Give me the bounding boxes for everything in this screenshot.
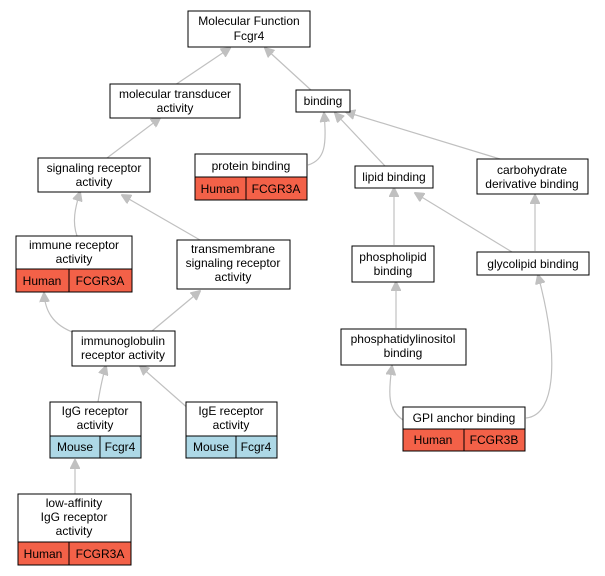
edge-glyco-to-lipid bbox=[415, 193, 513, 253]
gene-label: Fcgr4 bbox=[241, 440, 272, 454]
node-label: binding bbox=[304, 94, 343, 108]
gene-label: FCGR3A bbox=[76, 274, 125, 288]
gene-cell bbox=[68, 541, 132, 566]
node-label: lipid binding bbox=[362, 170, 425, 184]
node-protein-binding[interactable]: protein binding Human FCGR3A bbox=[194, 153, 308, 201]
gene-cell bbox=[245, 176, 308, 201]
edge-carb-to-binding bbox=[346, 112, 501, 160]
edge-pbind-to-binding bbox=[307, 113, 325, 166]
gene-label: FCGR3B bbox=[470, 433, 519, 447]
gene-cell bbox=[463, 428, 526, 452]
edge-gpi-to-ptdins bbox=[390, 366, 404, 421]
node-label: activity bbox=[215, 270, 252, 284]
node-label: molecular transducer bbox=[119, 87, 231, 101]
node-phospholipid-binding[interactable]: phospholipid binding bbox=[351, 245, 435, 283]
species-label: Human bbox=[24, 547, 63, 561]
node-label: immune receptor bbox=[29, 238, 119, 252]
edge-imrec-to-srec bbox=[74, 192, 80, 237]
gene-label: Fcgr4 bbox=[105, 440, 136, 454]
node-label: IgG receptor bbox=[62, 404, 129, 418]
species-label: Mouse bbox=[57, 440, 93, 454]
node-signaling-receptor-activity[interactable]: signaling receptor activity bbox=[37, 157, 151, 193]
node-phosphatidylinositol-binding[interactable]: phosphatidylinositol binding bbox=[340, 328, 467, 366]
edge-binding-to-mf bbox=[265, 48, 313, 92]
node-label: carbohydrate bbox=[497, 163, 567, 177]
node-immune-receptor-activity[interactable]: immune receptor activity Human FCGR3A bbox=[15, 235, 133, 293]
gene-cell bbox=[68, 268, 133, 293]
node-ige-receptor-activity[interactable]: IgE receptor activity Mouse Fcgr4 bbox=[185, 401, 278, 459]
node-label: signaling receptor bbox=[186, 256, 281, 270]
species-label: Human bbox=[201, 182, 240, 196]
node-carbohydrate-derivative-binding[interactable]: carbohydrate derivative binding bbox=[476, 158, 589, 195]
edge-gpi-to-glyco bbox=[525, 275, 553, 419]
node-label: low-affinity bbox=[46, 496, 102, 510]
node-label: transmembrane bbox=[191, 242, 275, 256]
species-label: Human bbox=[23, 274, 62, 288]
node-lipid-binding[interactable]: lipid binding bbox=[354, 165, 434, 189]
node-label: binding bbox=[384, 346, 423, 360]
gene-cell bbox=[235, 435, 278, 459]
node-molecular-transducer-activity[interactable]: molecular transducer activity bbox=[109, 83, 241, 119]
node-label: immunoglobulin bbox=[81, 334, 165, 348]
node-low-affinity-igg-receptor-activity[interactable]: low-affinity IgG receptor activity Human… bbox=[17, 493, 132, 566]
node-label: binding bbox=[374, 264, 413, 278]
edge-igrec-to-tmsr bbox=[151, 291, 200, 332]
node-label: GPI anchor binding bbox=[413, 411, 516, 425]
node-binding[interactable]: binding bbox=[295, 89, 351, 113]
edge-mt-to-mf bbox=[174, 48, 230, 86]
node-label: IgG receptor bbox=[41, 510, 108, 524]
node-label: phosphatidylinositol bbox=[351, 332, 456, 346]
node-immunoglobulin-receptor-activity[interactable]: immunoglobulin receptor activity bbox=[71, 330, 176, 367]
node-label: activity bbox=[56, 252, 93, 266]
gene-label: FCGR3A bbox=[252, 182, 301, 196]
node-transmembrane-signaling-receptor-activity[interactable]: transmembrane signaling receptor activit… bbox=[176, 239, 291, 290]
edge-srec-to-mt bbox=[106, 118, 160, 159]
node-glycolipid-binding[interactable]: glycolipid binding bbox=[476, 251, 590, 276]
node-igg-receptor-activity[interactable]: IgG receptor activity Mouse Fcgr4 bbox=[49, 401, 142, 459]
node-gpi-anchor-binding[interactable]: GPI anchor binding Human FCGR3B bbox=[402, 406, 526, 452]
node-label: signaling receptor bbox=[47, 161, 142, 175]
node-molecular-function[interactable]: Molecular Function Fcgr4 bbox=[187, 10, 311, 48]
edge-lipid-to-binding bbox=[335, 113, 386, 167]
species-label: Mouse bbox=[193, 440, 229, 454]
node-label: activity bbox=[157, 101, 194, 115]
node-label: derivative binding bbox=[485, 177, 578, 191]
gene-label: FCGR3A bbox=[76, 547, 125, 561]
edge-igerec-to-igrec bbox=[140, 366, 191, 411]
node-label: receptor activity bbox=[81, 348, 165, 362]
node-label: activity bbox=[77, 418, 114, 432]
node-label: Fcgr4 bbox=[234, 29, 265, 43]
edge-tmsr-to-srec bbox=[122, 195, 201, 241]
edge-igrec-to-imrec bbox=[44, 293, 76, 334]
gene-cell bbox=[99, 435, 142, 459]
edge-iggrec-to-igrec bbox=[97, 366, 106, 403]
node-label: Molecular Function bbox=[198, 14, 299, 28]
node-label: glycolipid binding bbox=[487, 257, 578, 271]
species-label: Human bbox=[414, 433, 453, 447]
node-label: activity bbox=[213, 418, 250, 432]
node-label: activity bbox=[56, 524, 93, 538]
node-label: protein binding bbox=[212, 159, 291, 173]
node-label: phospholipid bbox=[359, 250, 426, 264]
node-label: IgE receptor bbox=[198, 404, 263, 418]
edges bbox=[44, 48, 553, 494]
node-label: activity bbox=[76, 175, 113, 189]
